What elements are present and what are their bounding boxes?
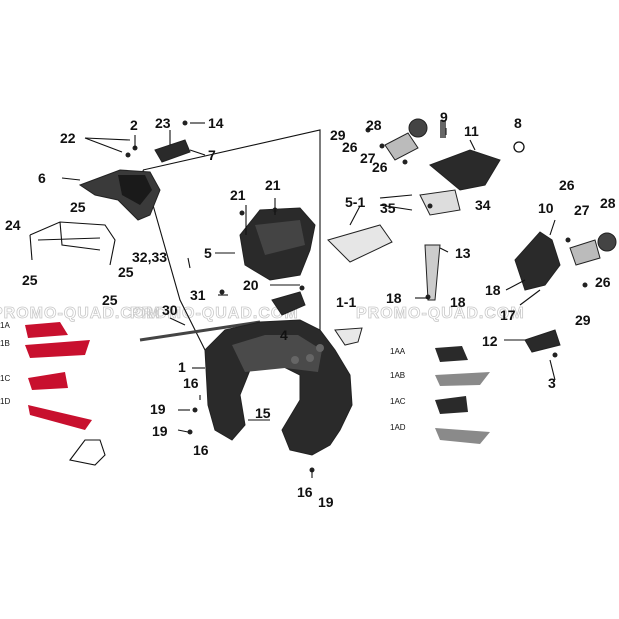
leader-lines: [61, 122, 556, 478]
decal-1D: [28, 405, 92, 430]
decal-1AB: [435, 372, 490, 386]
callout-23: 23: [155, 115, 171, 131]
callout-18-a: 18: [386, 290, 402, 306]
plate-27-right: [569, 239, 601, 266]
decal-1B: [25, 340, 90, 358]
callout-34: 34: [475, 197, 491, 213]
callout-1AD: 1AD: [390, 423, 406, 432]
stay-13: [424, 244, 441, 301]
callout-11: 11: [464, 123, 479, 139]
callout-26-c: 26: [559, 177, 575, 193]
callout-29-b: 29: [575, 312, 591, 328]
callout-27-b: 27: [574, 202, 590, 218]
cover-11: [429, 149, 501, 191]
decal-1C: [28, 372, 68, 390]
callout-4: 4: [280, 327, 288, 343]
callout-16-c: 16: [297, 484, 313, 500]
callout-25-b: 25: [22, 272, 38, 288]
callout-1AA: 1AA: [390, 347, 406, 356]
assembly-line-right: [142, 129, 321, 340]
callout-21-a: 21: [230, 187, 246, 203]
callout-2: 2: [130, 117, 138, 133]
callout-6: 6: [38, 170, 46, 186]
callout-18-b: 18: [450, 294, 466, 310]
callout-26-d: 26: [595, 274, 611, 290]
callout-28-a: 28: [366, 117, 382, 133]
callout-25-a: 25: [70, 199, 86, 215]
rear-fender: [204, 319, 353, 456]
callout-8: 8: [514, 115, 522, 131]
assembly-line-left: [142, 169, 211, 361]
callout-22: 22: [60, 130, 76, 146]
plate-27-top: [384, 132, 419, 161]
callout-1AB: 1AB: [390, 371, 405, 380]
decal-1AC: [435, 396, 468, 414]
callout-26-b: 26: [372, 159, 388, 175]
callout-24: 24: [5, 217, 21, 233]
callout-17: 17: [500, 307, 516, 323]
emblem: [69, 439, 106, 466]
rear-rack: [78, 169, 161, 221]
callout-19-a: 19: [150, 401, 166, 417]
callout-25-d: 25: [102, 292, 118, 308]
callout-1C: 1C: [0, 374, 10, 383]
callout-20: 20: [243, 277, 259, 293]
tray-plate: [327, 224, 393, 263]
watermark-left: PROMO-QUAD.COM: [0, 305, 161, 322]
callout-1D: 1D: [0, 397, 10, 406]
callout-16-a: 16: [183, 375, 199, 391]
callout-16-b: 16: [193, 442, 209, 458]
mudflap-10: [514, 231, 561, 291]
callout-31: 31: [190, 287, 206, 303]
callout-19-b: 19: [152, 423, 168, 439]
callout-1AC: 1AC: [390, 397, 406, 406]
decal-1A: [25, 322, 68, 338]
o-ring-8: [513, 141, 525, 153]
rod: [139, 320, 261, 342]
callout-29-a: 29: [330, 127, 346, 143]
bracket-12: [524, 329, 561, 353]
callout-14: 14: [208, 115, 224, 131]
callout-32-33: 32,33: [132, 249, 167, 265]
callout-9: 9: [440, 109, 448, 125]
reflector-28-right: [597, 232, 617, 252]
callout-27-a: 27: [360, 150, 376, 166]
callout-13: 13: [455, 245, 471, 261]
callout-1B: 1B: [0, 339, 10, 348]
callout-26-a: 26: [342, 139, 358, 155]
fender-pad: [334, 327, 363, 346]
callout-30: 30: [162, 302, 178, 318]
reflector-28-top: [408, 118, 428, 138]
callout-5-1: 5-1: [345, 194, 365, 210]
decal-1AD: [435, 428, 490, 444]
watermark-right: PROMO-QUAD.COM: [356, 305, 525, 322]
callout-7: 7: [208, 147, 216, 163]
callout-15: 15: [255, 405, 271, 421]
bolts: [125, 120, 588, 473]
callout-35: 35: [380, 200, 396, 216]
callout-3: 3: [548, 375, 556, 391]
callout-5: 5: [204, 245, 212, 261]
callout-21-b: 21: [265, 177, 281, 193]
decal-1AA: [435, 346, 468, 362]
callout-25-c: 25: [118, 264, 134, 280]
callout-19-c: 19: [318, 494, 334, 510]
callout-10: 10: [538, 200, 554, 216]
callout-12: 12: [482, 333, 498, 349]
callout-28-b: 28: [600, 195, 616, 211]
callout-18-c: 18: [485, 282, 501, 298]
rack-pad: [154, 139, 191, 163]
callout-1-1: 1-1: [336, 294, 356, 310]
battery-tray: [239, 207, 316, 281]
grab-bar: [29, 221, 116, 266]
bracket-34: [419, 189, 461, 216]
pin-9: [440, 120, 446, 138]
watermark-center: PROMO-QUAD.COM: [130, 305, 299, 322]
callout-1: 1: [178, 359, 186, 375]
bracket: [271, 291, 306, 316]
callout-1A: 1A: [0, 321, 10, 330]
